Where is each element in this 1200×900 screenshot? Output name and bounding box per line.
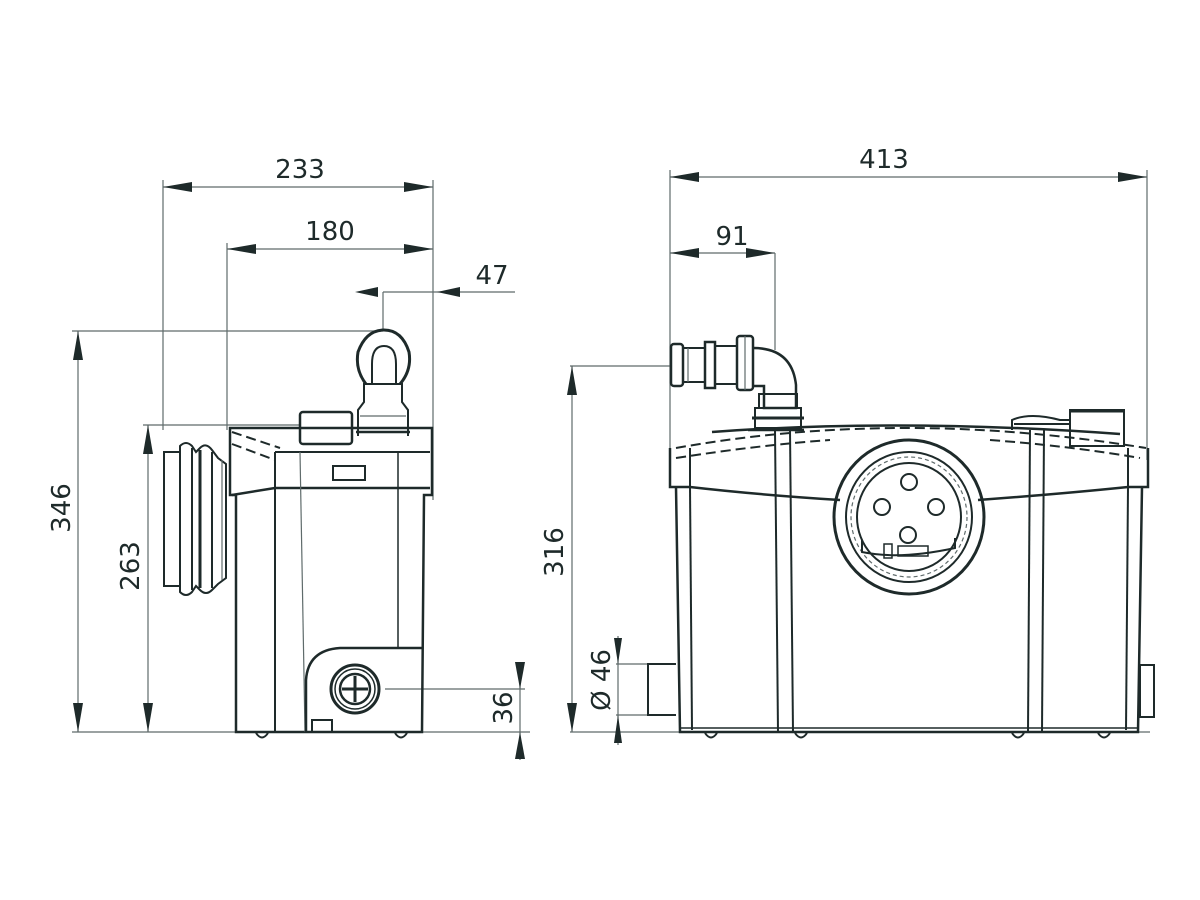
- dimension-overall-width-side: 233: [162, 155, 434, 500]
- front-body: [647, 424, 1155, 739]
- dimension-overall-height-side: 346: [47, 330, 383, 732]
- dimension-inlet-diameter-front: Ø 46: [587, 636, 658, 745]
- top-caps: [1011, 409, 1125, 447]
- dim-label-346: 346: [47, 483, 77, 533]
- dim-label-413: 413: [859, 145, 909, 175]
- dim-label-180: 180: [305, 217, 355, 247]
- dimension-outlet-offset-side: 47: [355, 261, 515, 330]
- dim-label-91: 91: [715, 222, 748, 252]
- outlet-elbow-pipe: [669, 334, 804, 432]
- dimension-outlet-offset-front: 91: [670, 222, 776, 350]
- dimension-lower-inlet-side: 36: [385, 662, 525, 760]
- dimension-overall-width-front: 413: [669, 145, 1148, 460]
- side-body: [228, 328, 434, 739]
- dim-label-263: 263: [116, 541, 146, 591]
- service-port: [832, 438, 986, 596]
- dimension-body-width-side: 180: [226, 217, 433, 430]
- dimension-inlet-height-side: 263: [116, 424, 300, 732]
- dimension-outlet-height-front: 316: [540, 365, 670, 732]
- dim-label-316: 316: [540, 527, 570, 577]
- front-view: 413 91 316 Ø 46: [540, 145, 1155, 745]
- dim-label-36: 36: [489, 691, 519, 724]
- dim-label-47: 47: [475, 261, 508, 291]
- bellows-inlet: [163, 442, 227, 596]
- dim-label-diameter-46: Ø 46: [587, 649, 617, 711]
- dim-label-233: 233: [275, 155, 325, 185]
- side-view: 233 180 47 346: [47, 155, 530, 760]
